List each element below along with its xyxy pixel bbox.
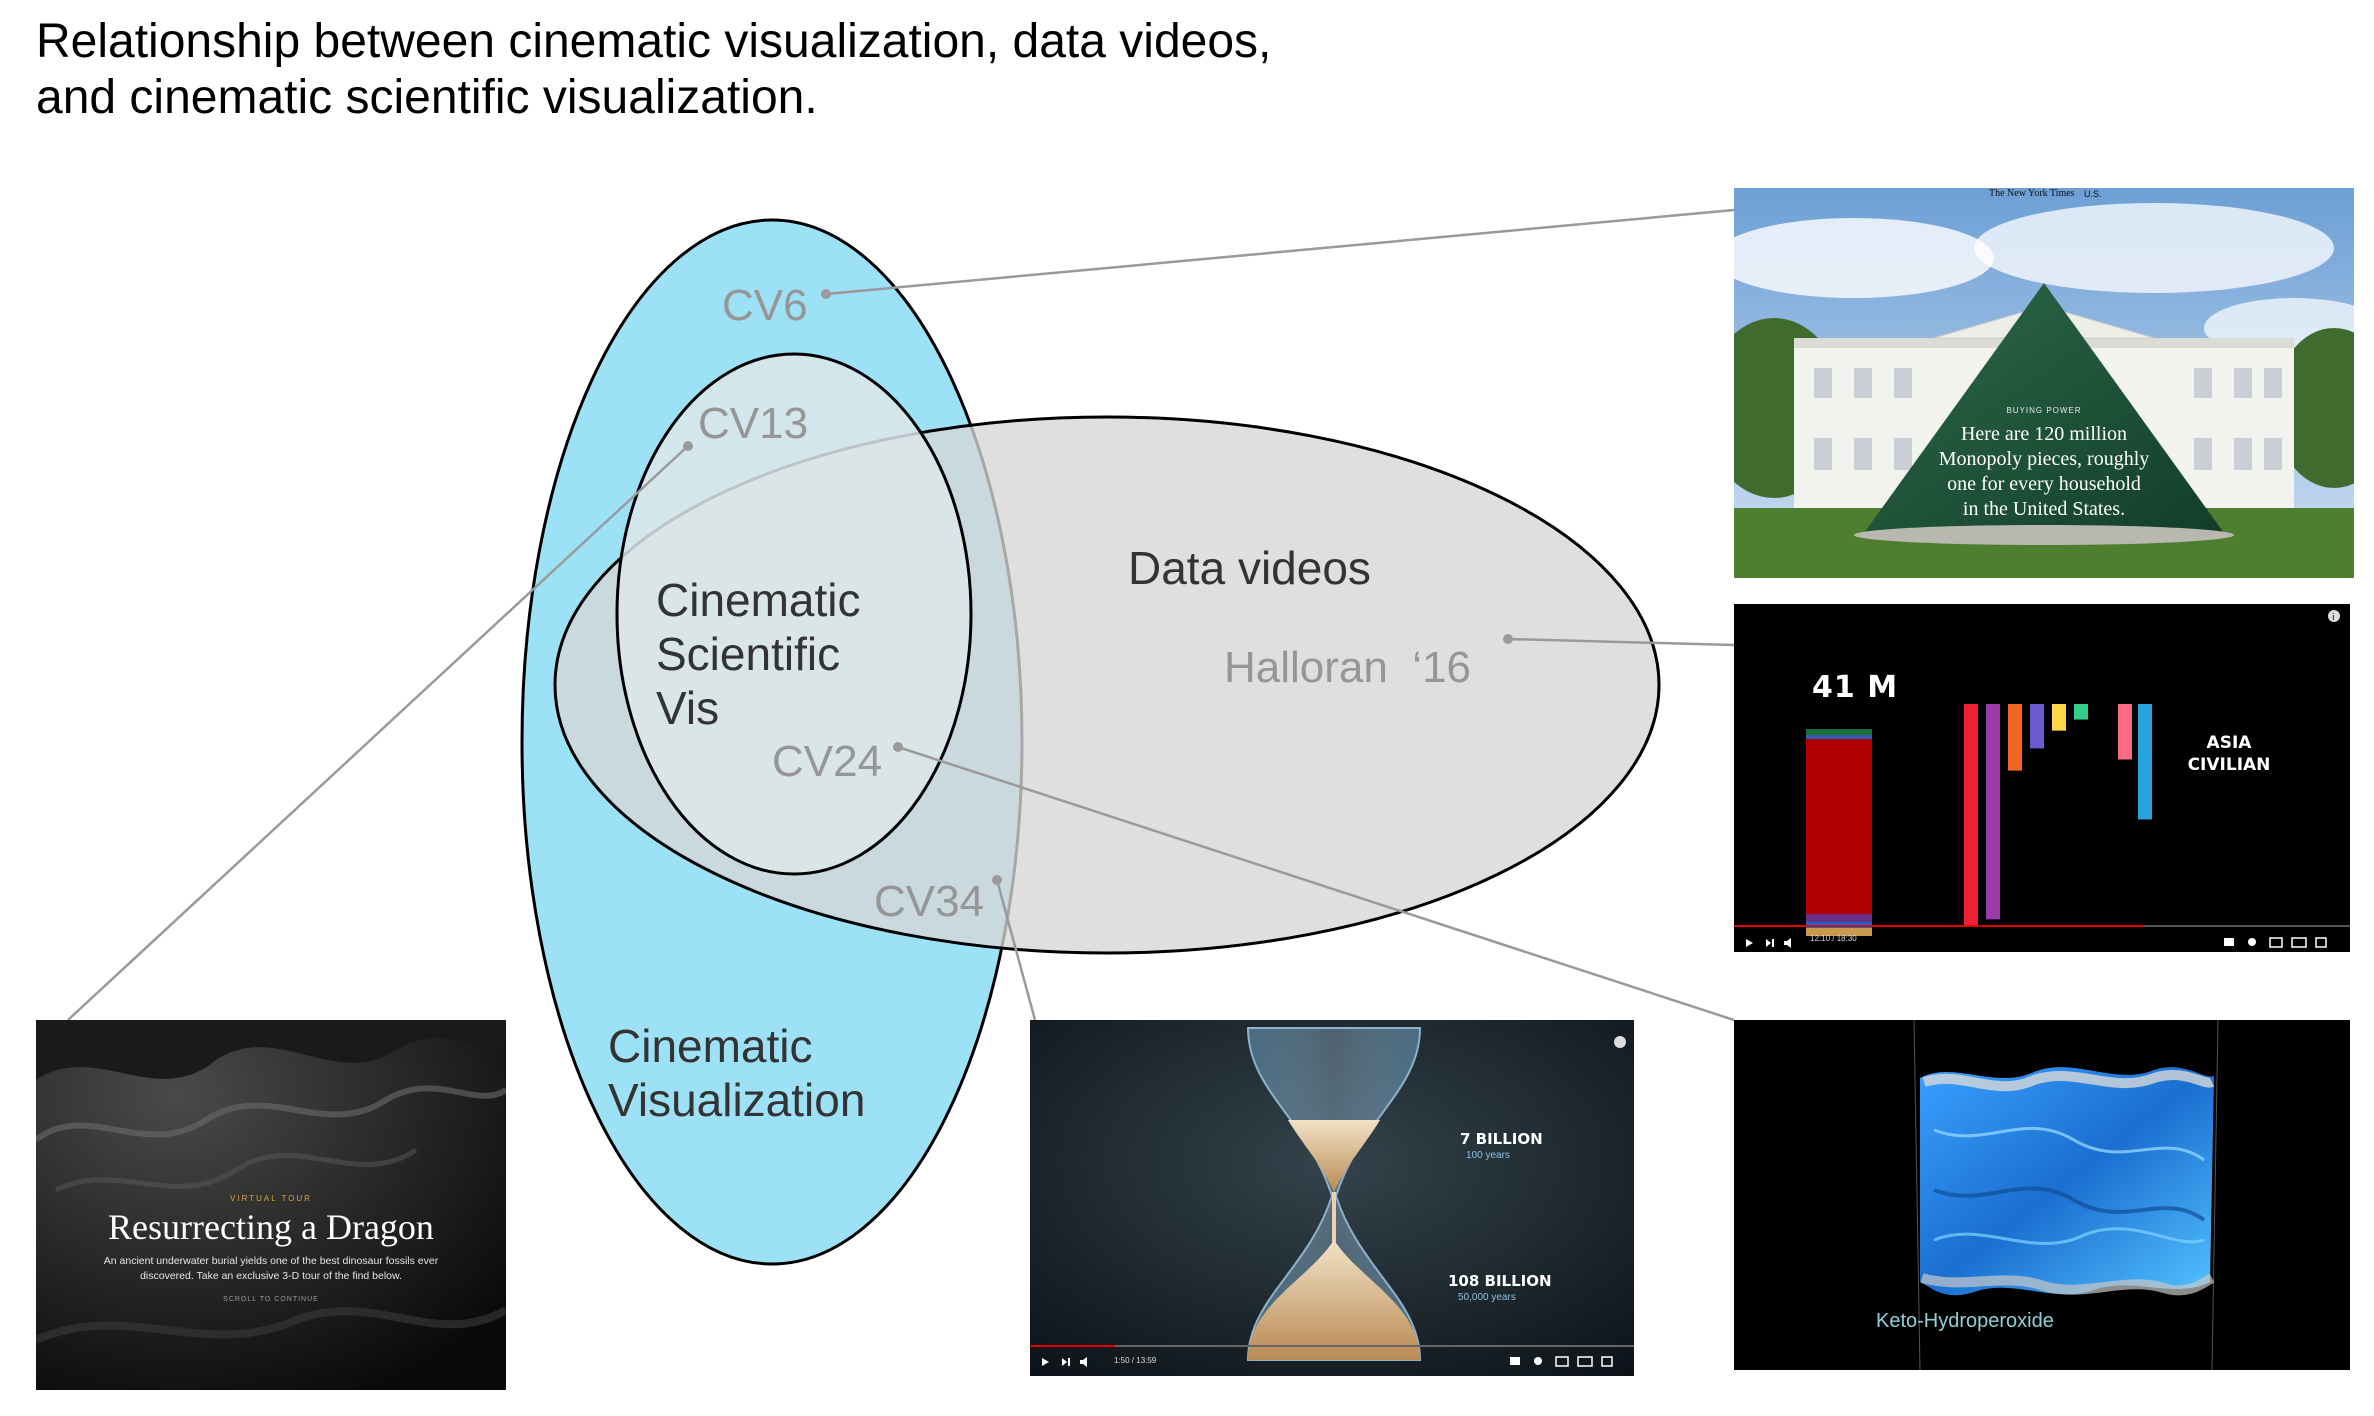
dragon-body: An ancient underwater burial yields one … xyxy=(103,1255,439,1282)
nyt-monopoly-thumbnail: The New York Times U.S. BUYING POWER Her… xyxy=(1734,188,2354,578)
dot-cv6 xyxy=(821,289,831,299)
video-time: 1:50 / 13:59 xyxy=(1114,1356,1157,1365)
region-bar xyxy=(1986,704,2000,920)
hourglass-bottom-value: 108 BILLION xyxy=(1448,1272,1552,1290)
stacked-total-bar xyxy=(1806,729,1872,936)
theater-icon[interactable] xyxy=(1577,1356,1593,1367)
scroll-to-continue[interactable]: SCROLL TO CONTINUE xyxy=(223,1296,319,1303)
example-cv24: CV24 xyxy=(772,737,882,786)
play-icon[interactable] xyxy=(1042,1358,1049,1366)
next-icon[interactable] xyxy=(1766,939,1771,947)
connector-halloran xyxy=(1507,637,1735,647)
play-icon[interactable] xyxy=(1746,939,1753,947)
dragon-fossil-scene xyxy=(36,1020,506,1390)
nyt-headline: Here are 120 million Monopoly pieces, ro… xyxy=(1938,423,2150,520)
label-line: Visualization xyxy=(608,1074,865,1126)
fullscreen-icon[interactable] xyxy=(1601,1356,1613,1367)
video-time: 12:10 / 18:30 xyxy=(1810,934,1857,943)
captions-icon[interactable] xyxy=(2224,938,2234,946)
title-line-2: and cinematic scientific visualization. xyxy=(36,71,818,124)
settings-icon[interactable] xyxy=(1534,1357,1542,1365)
example-cv13: CV13 xyxy=(698,399,808,448)
casualties-chart: i xyxy=(1734,610,2350,948)
region-bar xyxy=(2138,704,2152,820)
title-line-1: Relationship between cinematic visualiza… xyxy=(36,15,1272,68)
nyt-kicker: BUYING POWER xyxy=(2006,406,2082,415)
theater-icon[interactable] xyxy=(2291,937,2307,948)
chart-big-number: 41 M xyxy=(1812,670,1899,705)
region-bar xyxy=(2052,704,2066,731)
volume-icon[interactable] xyxy=(1080,1357,1087,1367)
label-line: Scientific xyxy=(656,628,840,680)
connector-cv6 xyxy=(825,208,1735,296)
miniplayer-icon[interactable] xyxy=(1555,1356,1569,1367)
next-icon-bar xyxy=(1772,939,1774,947)
dot-halloran xyxy=(1503,634,1513,644)
keto-hydroperoxide-thumbnail: Keto-Hydroperoxide xyxy=(1734,1020,2350,1370)
connector-cv24 xyxy=(897,745,1735,1022)
dragon-thumbnail: VIRTUAL TOUR Resurrecting a Dragon An an… xyxy=(36,1020,506,1390)
connector-cv13 xyxy=(67,445,689,1021)
hourglass-top-sub: 100 years xyxy=(1466,1150,1510,1161)
combustion-simulation xyxy=(1913,1020,2219,1370)
nyt-section: U.S. xyxy=(2084,189,2102,199)
connector-dots xyxy=(683,289,1513,885)
casualties-chart-thumbnail: i 41 M ASIA CIVILIAN 12:10 / 18 xyxy=(1734,604,2350,952)
label-line: Cinematic xyxy=(656,574,861,626)
captions-icon[interactable] xyxy=(1510,1357,1520,1365)
hourglass-bottom-sub: 50,000 years xyxy=(1458,1292,1516,1303)
settings-icon[interactable] xyxy=(2248,938,2256,946)
region-bar xyxy=(2074,704,2088,720)
example-cv34: CV34 xyxy=(874,877,984,926)
dot-cv13 xyxy=(683,441,693,451)
cinematic-scientific-vis-set xyxy=(615,352,973,876)
nyt-scene xyxy=(1734,188,2354,578)
label-data-videos: Data videos xyxy=(1128,542,1371,594)
region-bar xyxy=(2008,704,2022,771)
connector-cv34 xyxy=(995,879,1037,1021)
example-cv6: CV6 xyxy=(722,281,808,330)
keto-caption: Keto-Hydroperoxide xyxy=(1876,1310,2054,1332)
figure-title: Relationship between cinematic visualiza… xyxy=(36,14,1436,126)
example-halloran: Halloran ‘16 xyxy=(1224,643,1471,692)
next-icon-bar xyxy=(1068,1358,1070,1366)
chart-region-label: ASIA CIVILIAN xyxy=(2187,733,2271,775)
hourglass-thumbnail: 7 BILLION 100 years 108 BILLION 50,000 y… xyxy=(1030,1020,1634,1376)
region-bar xyxy=(2118,704,2132,760)
dot-cv34 xyxy=(992,875,1002,885)
info-icon-glyph: i xyxy=(2332,613,2335,623)
info-icon[interactable] xyxy=(1614,1036,1626,1048)
miniplayer-icon[interactable] xyxy=(2269,937,2283,948)
region-bars xyxy=(1964,704,2152,926)
dragon-headline: Resurrecting a Dragon xyxy=(108,1207,434,1247)
next-icon[interactable] xyxy=(1062,1358,1067,1366)
label-line: Vis xyxy=(656,682,719,734)
label-line: Cinematic xyxy=(608,1020,813,1072)
volume-icon[interactable] xyxy=(1784,938,1791,948)
region-bar xyxy=(2030,704,2044,749)
info-icon[interactable] xyxy=(2328,610,2340,622)
region-bar xyxy=(1964,704,1978,926)
dragon-kicker: VIRTUAL TOUR xyxy=(230,1194,312,1203)
connectors xyxy=(67,208,1735,1022)
hourglass-scene xyxy=(1030,1020,1634,1376)
nyt-masthead: The New York Times xyxy=(1989,188,2075,199)
dot-cv24 xyxy=(893,742,903,752)
hourglass-top-value: 7 BILLION xyxy=(1460,1130,1543,1148)
fullscreen-icon[interactable] xyxy=(2315,937,2327,948)
